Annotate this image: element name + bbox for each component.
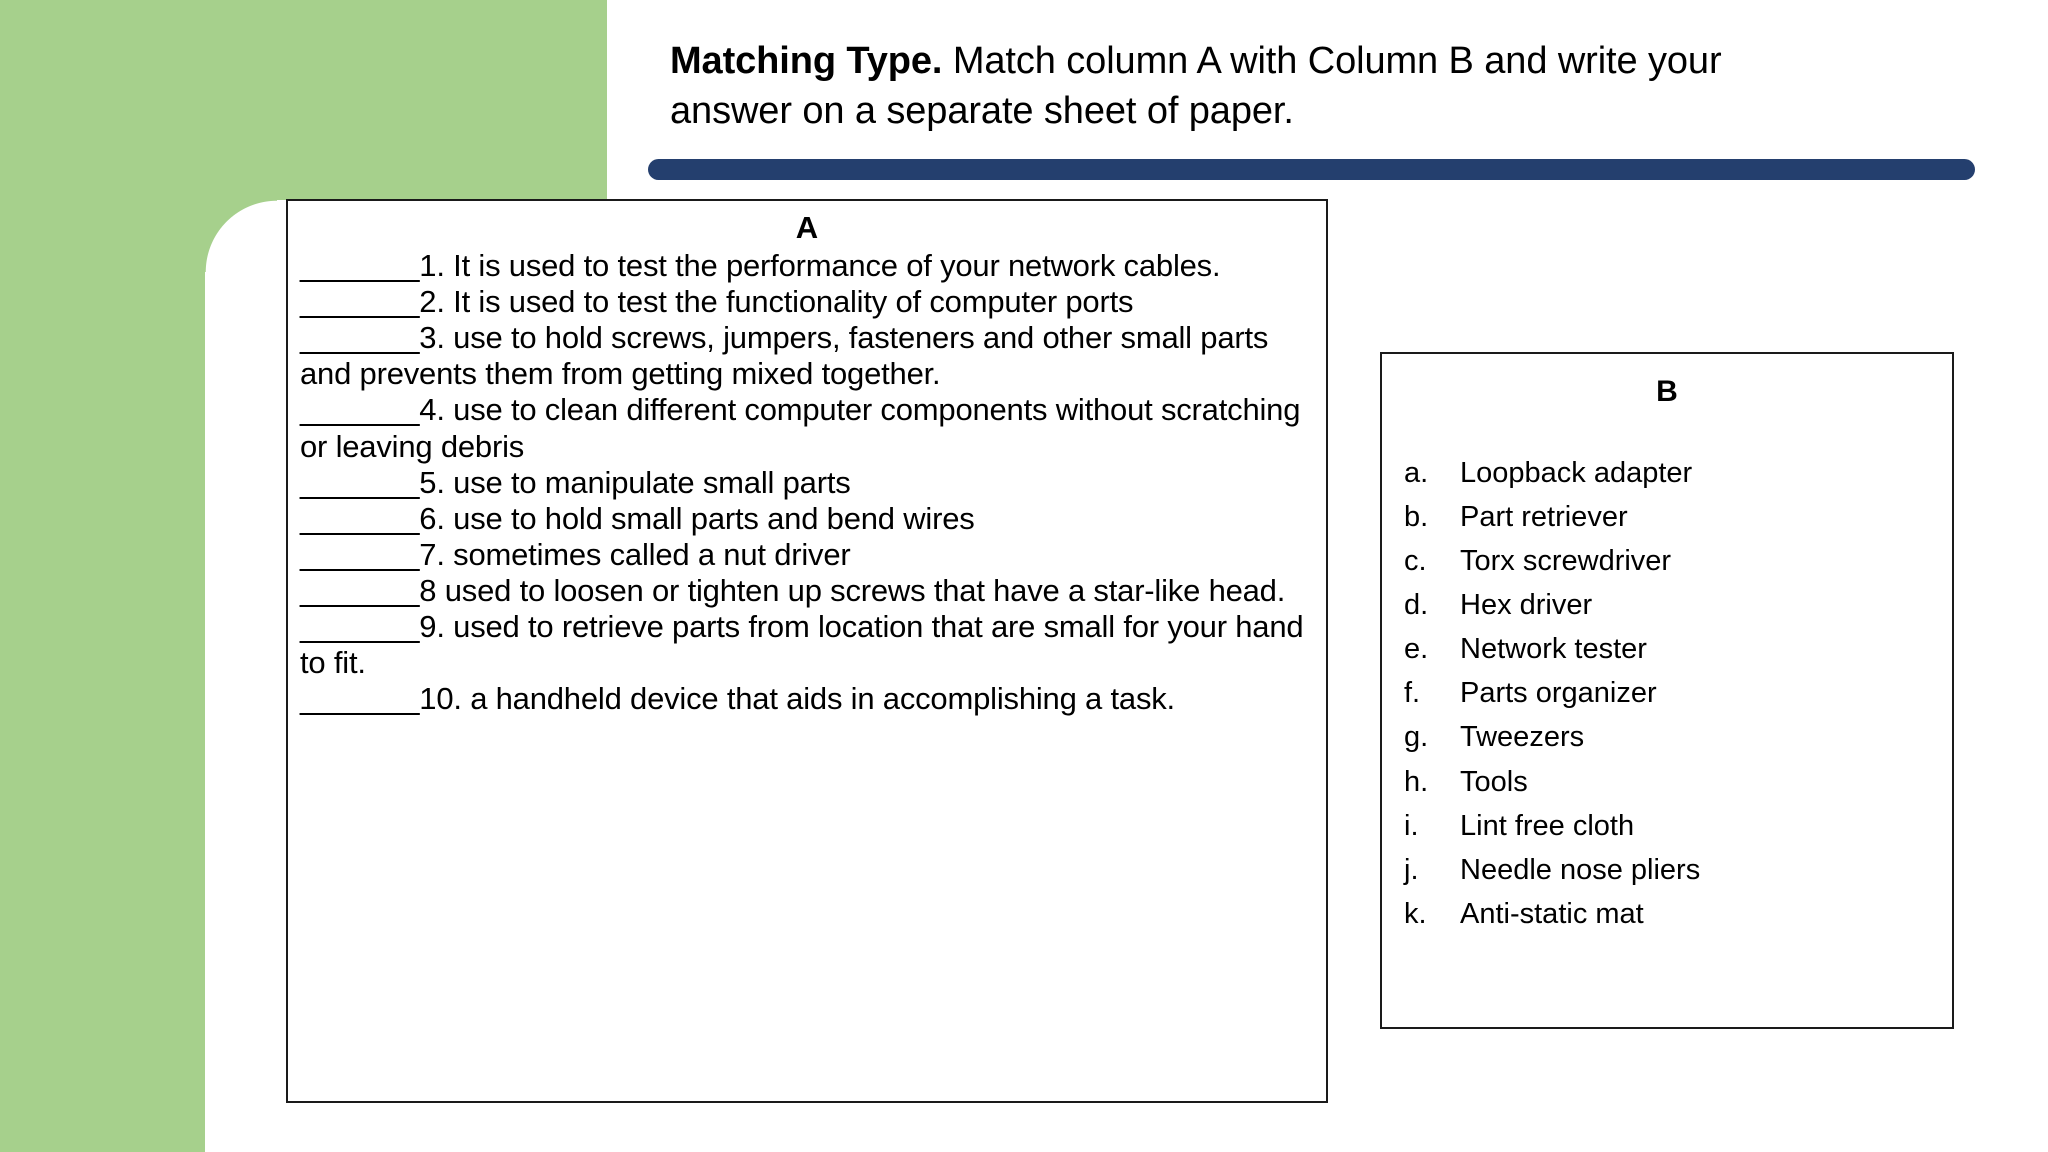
column-b-item-label: Part retriever	[1460, 501, 1628, 534]
column-b-item: c. Torx screwdriver	[1382, 539, 1952, 583]
column-a-item: _______7. sometimes called a nut driver	[300, 536, 851, 572]
column-b-item-marker: b.	[1404, 501, 1429, 534]
column-a-item: _______8 used to loosen or tighten up sc…	[300, 572, 1286, 608]
column-b-list: a. Loopback adapter b. Part retriever c. Torx…	[1382, 451, 1952, 936]
column-b-item: g. Tweezers	[1382, 715, 1952, 759]
column-b-item-label: Tools	[1460, 765, 1528, 798]
column-b-item: f. Parts organizer	[1382, 671, 1952, 715]
column-b-item: k. Anti-static mat	[1382, 892, 1952, 936]
column-b-item: b. Part retriever	[1382, 495, 1952, 539]
green-accent-side-column	[0, 200, 205, 1152]
column-b-item-marker: a.	[1404, 457, 1429, 489]
green-accent-corner-notch	[205, 200, 277, 272]
column-b-item-marker: k.	[1404, 897, 1427, 930]
column-b-item: h. Tools	[1382, 760, 1952, 804]
column-b-item: e. Network tester	[1382, 627, 1952, 671]
column-a-heading: A	[795, 210, 819, 245]
column-b-item-marker: h.	[1404, 765, 1429, 798]
column-b-item-label: Hex driver	[1460, 589, 1593, 622]
column-b-item: j. Needle nose pliers	[1382, 848, 1952, 892]
column-a-item: _______4. use to clean different compute…	[300, 392, 1309, 464]
column-a-item: _______10. a handheld device that aids i…	[300, 681, 1175, 717]
column-b-item-label: Parts organizer	[1460, 677, 1657, 710]
column-b-item-label: Needle nose pliers	[1460, 853, 1701, 886]
column-b-item-label: Loopback adapter	[1460, 457, 1693, 489]
column-b-item-marker: e.	[1404, 633, 1429, 666]
column-b-item-marker: j.	[1404, 853, 1419, 886]
column-b-item-marker: g.	[1404, 721, 1429, 754]
column-a-item: _______3. use to hold screws, jumpers, f…	[300, 320, 1277, 392]
column-a-item: _______2. It is used to test the functio…	[300, 284, 1134, 320]
column-b-item-label: Anti-static mat	[1460, 897, 1644, 930]
column-a-box: A _______1. It is used to test the perfo…	[286, 199, 1328, 1103]
column-b-item-label: Torx screwdriver	[1460, 545, 1672, 578]
column-a-item: _______9. used to retrieve parts from lo…	[300, 609, 1312, 681]
navy-divider-bar	[648, 159, 1975, 180]
column-b-heading: B	[1656, 375, 1678, 408]
column-b-item-marker: i.	[1404, 809, 1419, 842]
column-b-item: a. Loopback adapter	[1382, 451, 1952, 495]
column-b-box: B a. Loopback adapter b. Part retriever c. To…	[1380, 352, 1954, 1029]
column-b-item: i. Lint free cloth	[1382, 804, 1952, 848]
column-b-item-marker: c.	[1404, 545, 1427, 578]
column-a-list: _______1. It is used to test the perform…	[288, 248, 1326, 717]
column-a-item: _______6. use to hold small parts and be…	[300, 500, 975, 536]
column-b-item-label: Lint free cloth	[1460, 809, 1635, 842]
column-a-item: _______5. use to manipulate small parts	[300, 464, 851, 500]
instruction-header: Matching Type. Match column A with Colum…	[670, 36, 1730, 136]
column-b-item-marker: d.	[1404, 589, 1429, 622]
column-b-item-label: Tweezers	[1460, 721, 1585, 754]
column-a-item: _______1. It is used to test the perform…	[300, 248, 1221, 283]
column-b-item: d. Hex driver	[1382, 583, 1952, 627]
instruction-lead: Matching Type.	[670, 40, 943, 82]
column-b-item-label: Network tester	[1460, 633, 1647, 666]
green-accent-top-block	[0, 0, 607, 200]
instruction-body: Match column A with Column B and write y…	[670, 40, 1722, 133]
column-b-item-marker: f.	[1404, 677, 1421, 710]
